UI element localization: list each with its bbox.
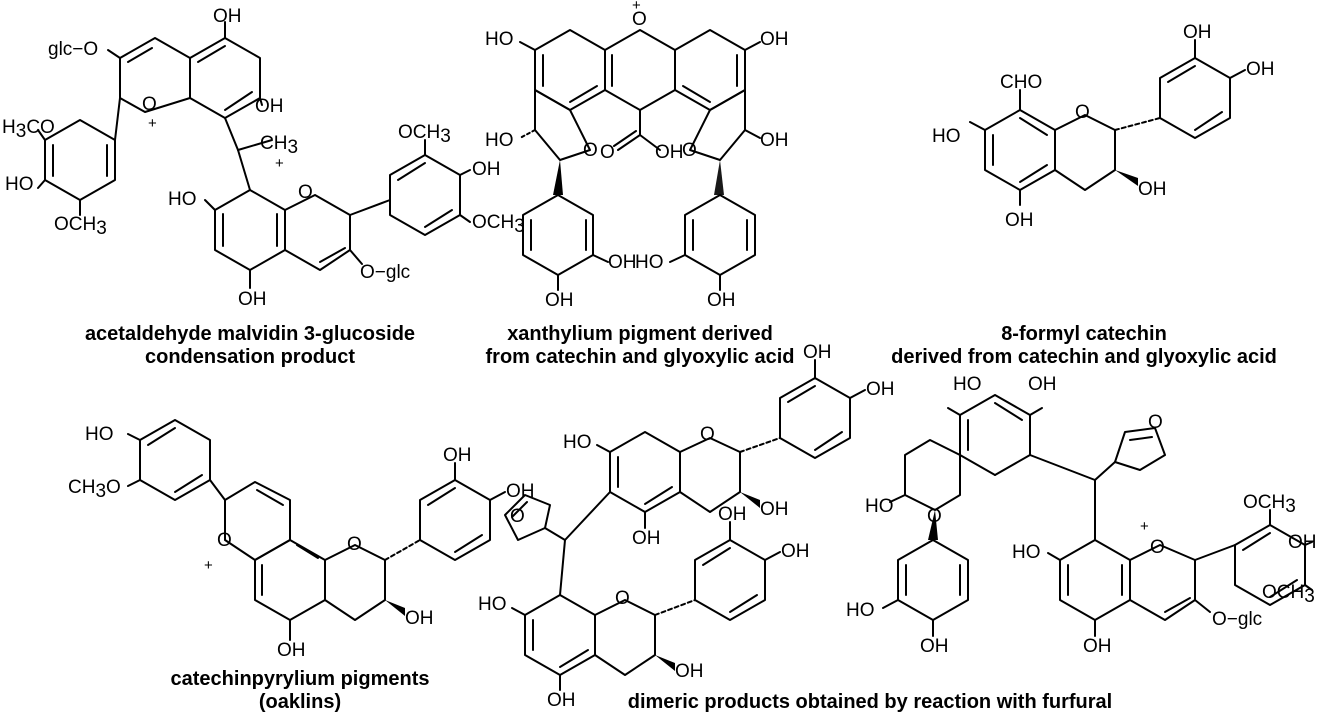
label-oh: OH	[443, 445, 472, 466]
label-oh: OH	[255, 96, 284, 117]
label-oh: OH	[760, 499, 789, 520]
label-o: O	[632, 9, 647, 30]
label-oh: OH	[472, 159, 501, 180]
structure-8-formyl-catechin: CHO HO O OH OH OH OH	[932, 22, 1275, 231]
caption-line: from catechin and glyoxylic acid	[485, 346, 795, 368]
label-oh: OH	[920, 636, 949, 657]
label-oh: OH	[1005, 210, 1034, 231]
label-oh: OH	[238, 289, 267, 310]
label-o-glc: O−glc	[1212, 609, 1262, 630]
label-ho: HO	[168, 189, 197, 210]
label-och3: OCH3	[472, 212, 525, 237]
label-och3: OCH3	[398, 122, 451, 147]
label-plus: +	[148, 115, 157, 132]
label-o: O	[142, 94, 157, 115]
label-o: O	[217, 530, 232, 551]
label-oh: OH	[1138, 179, 1167, 200]
label-oh: OH	[675, 661, 704, 682]
label-oh: OH	[781, 541, 810, 562]
label-oh: OH	[1028, 374, 1057, 395]
label-o: O	[682, 140, 697, 161]
label-ho: HO	[485, 29, 514, 50]
label-plus: +	[275, 155, 284, 172]
label-ho: HO	[563, 432, 592, 453]
label-ho: HO	[485, 130, 514, 151]
label-glc-o: glc−O	[48, 39, 98, 60]
structure-furfural-dimer-malvidin: HO OH HO O HO OH O HO O + OH O−glc OCH3 …	[846, 374, 1317, 657]
caption-line: derived from catechin and glyoxylic acid	[891, 346, 1277, 368]
structure-xanthylium-pigment: O + HO OH HO O O OH O OH OH HO OH OH	[485, 0, 789, 311]
label-o: O	[600, 142, 615, 163]
label-oh: OH	[405, 608, 434, 629]
label-oh: OH	[803, 342, 832, 363]
label-o: O	[298, 182, 313, 203]
caption-line: (oaklins)	[258, 691, 342, 713]
label-oh: OH	[655, 142, 684, 163]
label-oh: OH	[547, 690, 576, 711]
label-o: O	[583, 140, 598, 161]
label-oh: OH	[707, 290, 736, 311]
caption-line: catechinpyrylium pigments	[170, 668, 430, 690]
label-oh: OH	[760, 29, 789, 50]
caption-8-formyl-catechin: 8-formyl catechin derived from catechin …	[846, 323, 1322, 369]
label-oh: OH	[760, 130, 789, 151]
label-ho: HO	[953, 374, 982, 395]
label-ho: HO	[932, 126, 961, 147]
label-ch3: CH3	[260, 133, 298, 158]
label-oh: OH	[1246, 59, 1275, 80]
label-o: O	[1148, 412, 1163, 433]
label-o: O	[700, 424, 715, 445]
caption-line: 8-formyl catechin	[1001, 323, 1167, 345]
label-och3: OCH3	[1262, 582, 1315, 607]
structure-catechinpyrylium: HO CH3O O + O OH OH OH OH	[68, 419, 535, 661]
label-o: O	[510, 506, 525, 527]
label-oh: OH	[1288, 532, 1317, 553]
label-o: O	[1150, 537, 1165, 558]
label-o: O	[615, 588, 630, 609]
label-och3: OCH3	[54, 214, 107, 239]
label-ho: HO	[865, 496, 894, 517]
label-ho: HO	[1012, 542, 1041, 563]
label-o-glc: O−glc	[360, 262, 410, 283]
label-oh: OH	[545, 290, 574, 311]
structure-furfural-dimer-catechin: HO O OH OH OH OH O HO O OH OH OH OH	[478, 342, 895, 711]
label-och3: OCH3	[1243, 492, 1296, 517]
label-o: O	[1075, 102, 1090, 123]
label-ho: HO	[5, 174, 34, 195]
label-ch3o: CH3O	[68, 477, 121, 502]
caption-xanthylium: xanthylium pigment derived from catechin…	[440, 323, 840, 369]
label-o: O	[347, 534, 362, 555]
label-ho: HO	[846, 600, 875, 621]
label-plus: +	[632, 0, 641, 14]
label-plus: +	[204, 557, 213, 574]
label-ho: HO	[85, 424, 114, 445]
label-oh: OH	[718, 504, 747, 525]
label-cho: CHO	[1000, 72, 1042, 93]
label-o: O	[927, 506, 942, 527]
caption-line: condensation product	[145, 346, 355, 368]
caption-line: dimeric products obtained by reaction wi…	[627, 691, 1113, 713]
label-oh: OH	[277, 640, 306, 661]
caption-acetaldehyde-malvidin: acetaldehyde malvidin 3-glucoside conden…	[0, 323, 500, 369]
label-ho: HO	[478, 594, 507, 615]
caption-line: xanthylium pigment derived	[507, 323, 773, 345]
label-oh: OH	[608, 252, 637, 273]
label-oh: OH	[866, 379, 895, 400]
label-oh: OH	[213, 6, 242, 27]
label-h3co: H3CO	[2, 117, 55, 142]
caption-catechinpyrylium: catechinpyrylium pigments (oaklins)	[140, 668, 460, 714]
label-oh: OH	[1083, 636, 1112, 657]
structure-acetaldehyde-malvidin-product: OH glc−O OH O + H3CO HO OCH3 CH3 + O HO …	[2, 6, 525, 310]
caption-furfural-dimers: dimeric products obtained by reaction wi…	[560, 691, 1180, 714]
label-plus: +	[1140, 518, 1149, 535]
caption-line: acetaldehyde malvidin 3-glucoside	[84, 323, 416, 345]
label-oh: OH	[632, 528, 661, 549]
label-ho: HO	[635, 252, 664, 273]
label-oh: OH	[1183, 22, 1212, 43]
